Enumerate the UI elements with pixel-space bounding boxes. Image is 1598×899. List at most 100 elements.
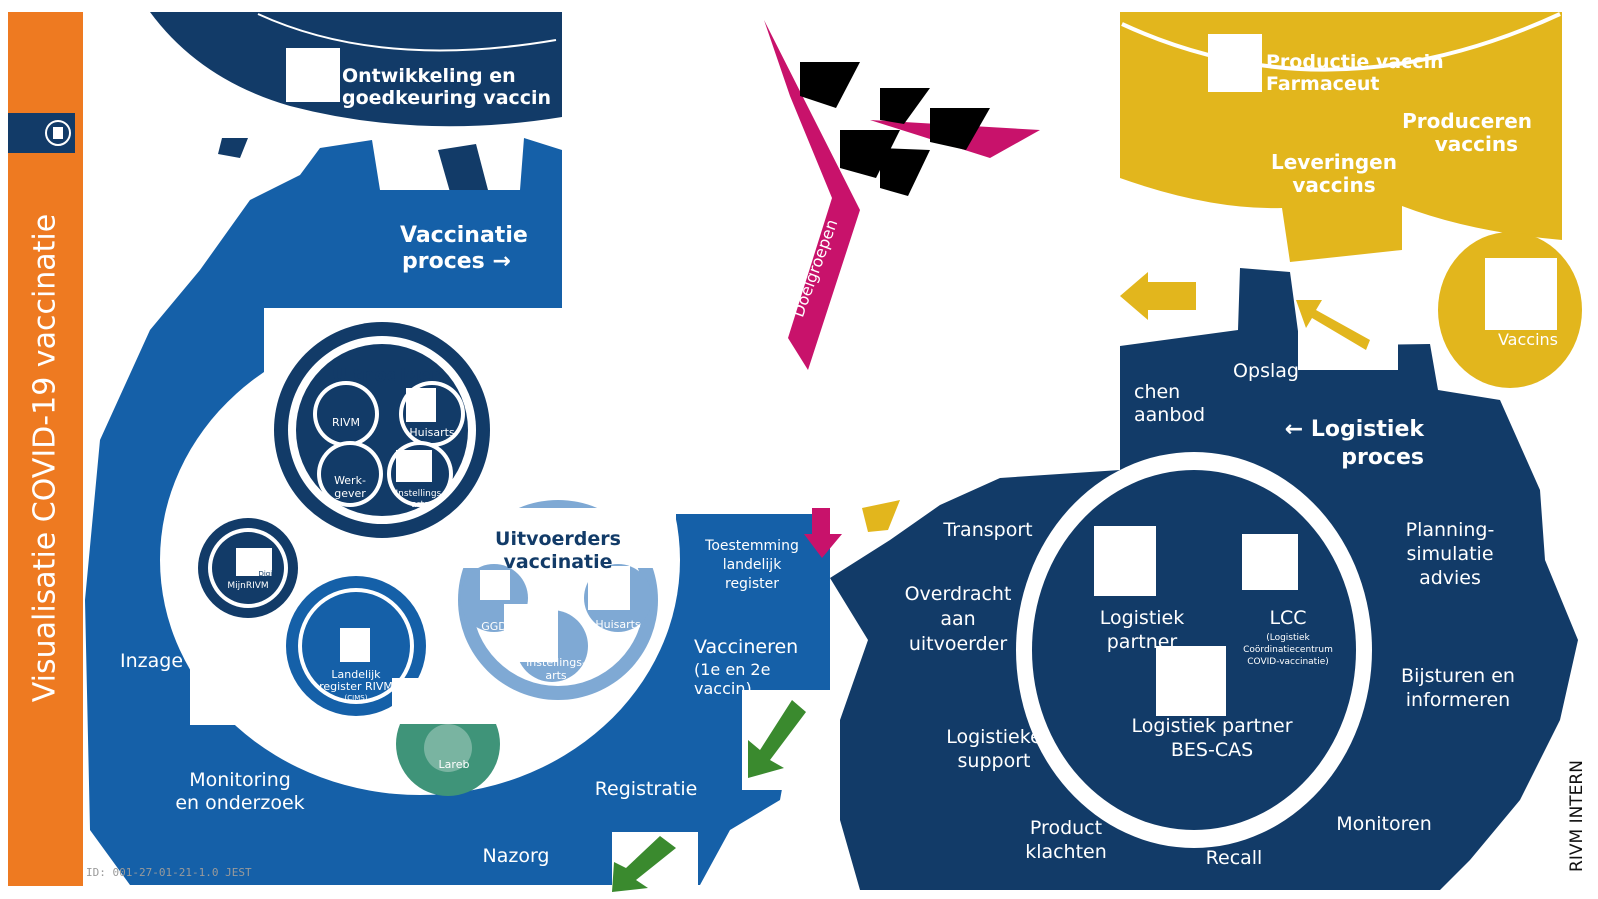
uitnodiger-label: Uitnodiger — [332, 365, 440, 386]
inviter-gear — [274, 322, 490, 538]
vaccins-label: Vaccins — [1498, 330, 1558, 349]
vaccineren-label-2: (1e en 2e — [694, 660, 770, 679]
photo-placeholder — [1156, 646, 1226, 716]
prod-label-2: Farmaceut — [1266, 73, 1379, 95]
vaccination-title-1: Vaccinatie — [400, 223, 528, 248]
register-gear — [286, 576, 426, 716]
leveringen-label-1: Leveringen — [1271, 150, 1397, 174]
lareb-label: Lareb — [439, 758, 470, 771]
monitoring-label-2: en onderzoek — [175, 792, 304, 814]
nazorg-label: Nazorg — [483, 845, 550, 867]
uitvoerders-label-1: Uitvoerders — [495, 528, 621, 550]
rijksoverheid-logo — [8, 113, 75, 153]
sidebar — [8, 12, 83, 886]
bijsturen-label-1: Bijsturen en — [1401, 665, 1515, 687]
produceren-label-2: vaccins — [1435, 132, 1518, 156]
lareb-gear — [392, 678, 532, 796]
classification-label: RIVM INTERN — [1567, 760, 1587, 872]
monitoren-label: Monitoren — [1336, 813, 1432, 835]
coat-of-arms-icon — [45, 120, 71, 146]
landelijk-label-1: Landelijk — [331, 668, 381, 681]
opslag-label: Opslag — [1233, 360, 1299, 382]
inzage-label: Inzage — [120, 650, 183, 672]
lcc-sub-1: (Logistiek — [1266, 633, 1310, 643]
target-group-graphic — [764, 20, 1040, 370]
digid-label: DigiD — [258, 570, 277, 578]
klachten-label-1: Product — [1030, 817, 1102, 839]
executors-gear — [458, 500, 676, 700]
registratie-label: Registratie — [595, 778, 698, 800]
mijnrivm-gear — [198, 518, 298, 618]
overdracht-label-3: uitvoerder — [909, 633, 1008, 655]
monitoring-label-1: Monitoring — [189, 769, 291, 791]
werkgever-label-2: gever — [334, 487, 366, 500]
photo-placeholder — [236, 548, 272, 576]
flow-arrows — [612, 272, 1370, 892]
document-id: ID: 001-27-01-21-1.0 JEST — [86, 866, 252, 879]
instellingsarts-label-1: Instellings- — [396, 489, 445, 499]
planning-label-2: simulatie — [1406, 543, 1493, 565]
sidebar-title: Visualisatie COVID-19 vaccinatie — [27, 213, 63, 703]
prod-label-1: Productie vaccin — [1266, 51, 1444, 73]
photo-placeholder — [340, 628, 370, 662]
huisarts-label: Huisarts — [409, 426, 455, 439]
support-label-2: support — [958, 750, 1031, 772]
photo-placeholder — [1094, 526, 1156, 596]
partner-label-1: Logistiek — [1100, 607, 1185, 629]
mijnrivm-label: MijnRIVM — [227, 581, 268, 591]
executor-huisarts-label: Huisarts — [595, 618, 641, 631]
dev-label-1: Ontwikkeling en — [342, 65, 516, 87]
photo-placeholder — [396, 450, 432, 482]
toestemming-label-1: Toestemming — [704, 538, 799, 554]
dev-label-2: goedkeuring vaccin — [342, 87, 551, 109]
photo-placeholder — [1208, 34, 1262, 92]
chen-label: chen — [1134, 381, 1180, 403]
vaccineren-label-3: vaccin) — [694, 679, 752, 698]
lcc-sub-2: Coördinatiecentrum — [1243, 645, 1333, 655]
vaccination-title-2: proces → — [402, 249, 511, 274]
logistics-title-1: ← Logistiek — [1285, 417, 1426, 442]
produceren-label-1: Produceren — [1402, 109, 1532, 133]
photo-placeholder — [286, 48, 340, 102]
uitvoerders-label-2: vaccinatie — [503, 551, 612, 573]
logistics-gear — [830, 262, 1578, 890]
vaccineren-label-1: Vaccineren — [694, 636, 798, 658]
lcc-sub-3: COVID-vaccinatie) — [1247, 657, 1329, 667]
klachten-label-2: klachten — [1025, 841, 1107, 863]
instellingsarts-label-2: arts — [411, 500, 429, 510]
planning-label-1: Planning- — [1406, 519, 1495, 541]
executor-instellingsarts-2: arts — [545, 669, 567, 682]
bes-label-1: Logistiek partner — [1131, 715, 1292, 737]
photo-placeholder — [1242, 534, 1298, 590]
bes-label-2: BES-CAS — [1171, 739, 1253, 761]
photo-placeholder — [588, 566, 630, 610]
ggd-label: GGD — [481, 620, 507, 633]
landelijk-label-2: register RIVM — [319, 680, 393, 693]
photo-placeholder — [406, 388, 436, 422]
lcc-label: LCC — [1269, 607, 1306, 629]
transport-label: Transport — [942, 519, 1032, 541]
planning-label-3: advies — [1419, 567, 1481, 589]
cims-label: (CIMS) — [345, 694, 368, 702]
photo-placeholder — [480, 570, 510, 600]
logistics-title-2: proces — [1341, 445, 1424, 470]
executor-instellingsarts-1: Instellings- — [526, 656, 586, 669]
aanbod-label: aanbod — [1134, 404, 1205, 426]
overdracht-label-1: Overdracht — [905, 583, 1012, 605]
partner-label-2: partner — [1107, 631, 1178, 653]
toestemming-label-2: landelijk — [723, 557, 783, 573]
support-label-1: Logistieke — [946, 726, 1042, 748]
leveringen-label-2: vaccins — [1292, 173, 1375, 197]
photo-placeholder — [504, 604, 558, 662]
bijsturen-label-2: informeren — [1406, 689, 1510, 711]
overdracht-label-2: aan — [940, 608, 975, 630]
werkgever-label-1: Werk- — [334, 474, 366, 487]
rivm-label: RIVM — [332, 416, 360, 429]
photo-placeholder — [1485, 258, 1557, 330]
toestemming-label-3: register — [725, 576, 779, 592]
recall-label: Recall — [1206, 847, 1263, 869]
development-gear — [150, 12, 562, 192]
production-gear — [1120, 12, 1582, 388]
